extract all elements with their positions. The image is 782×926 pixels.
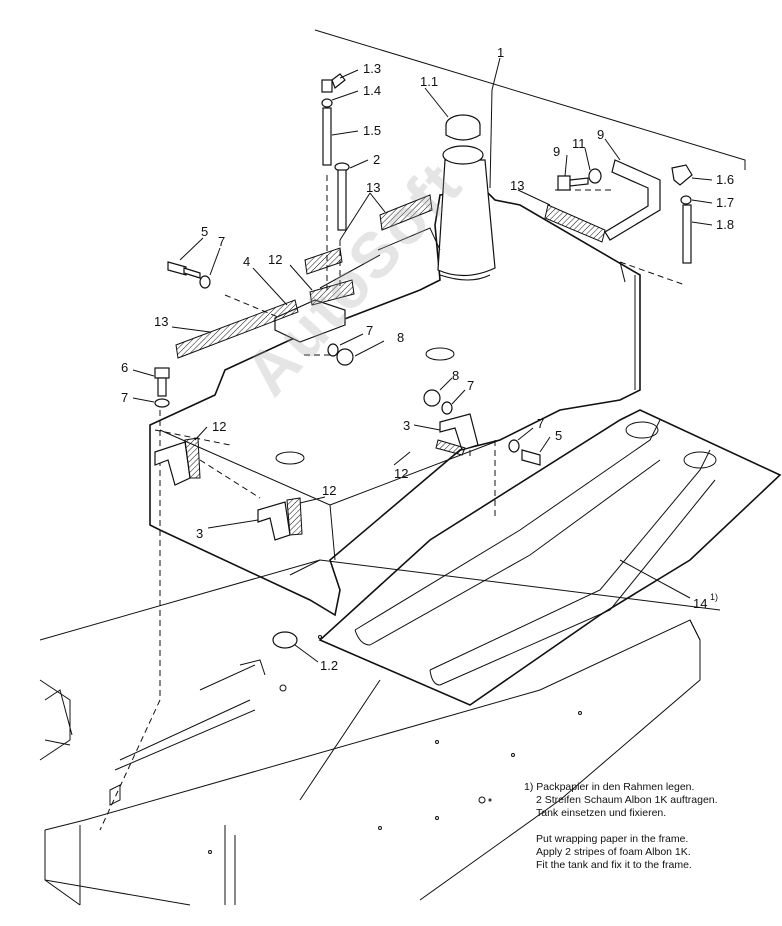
callout-1-8: 1.8 (716, 217, 734, 232)
bolt-9 (557, 175, 571, 191)
fuel-fittings (321, 73, 693, 264)
callout-12-mid: 12 (322, 483, 336, 498)
callout-labels: 1 1.1 1.2 1.3 1.4 1.5 1.6 1.7 1.8 2 3 3 … (121, 45, 734, 673)
callout-12-right: 12 (394, 466, 408, 481)
note-en-line-2: Apply 2 stripes of foam Albon 1K. (536, 846, 691, 858)
note-de-line-3: Tank einsetzen und fixieren. (536, 807, 667, 819)
washer-7-left (199, 275, 211, 289)
pad-12-left (184, 437, 201, 479)
elbow-fitting-1-3 (321, 79, 333, 93)
fuel-tank (149, 114, 641, 617)
callout-13-right: 13 (510, 178, 524, 193)
strip-13-center (379, 194, 433, 231)
note-en-line-3: Fit the tank and fix it to the frame. (536, 859, 692, 871)
note-de-line-1: 1) Packpapier in den Rahmen legen. (524, 781, 695, 793)
callout-14-footnote: 1) (710, 592, 718, 602)
callout-7-a: 7 (218, 234, 225, 249)
strip-13-left (175, 299, 299, 359)
bolt-6 (154, 367, 170, 379)
foam-tray-14 (318, 409, 782, 706)
nut-8-mid (336, 348, 354, 366)
washer-7-6 (154, 398, 170, 408)
hose-1-8 (682, 204, 692, 264)
clamp-1-4 (321, 98, 333, 108)
washer-7-5 (508, 439, 520, 453)
pad-12-top (309, 279, 355, 306)
hose-1-5 (322, 107, 332, 166)
nut-8-right (423, 389, 441, 407)
callout-9-b: 9 (597, 127, 604, 142)
callout-13-left: 13 (154, 314, 168, 329)
callout-11: 11 (572, 136, 586, 151)
callout-1-1: 1.1 (420, 74, 438, 89)
callout-14: 14 (693, 596, 707, 611)
note-en-line-1: Put wrapping paper in the frame. (536, 833, 689, 845)
callout-5-left: 5 (201, 224, 208, 239)
pad-12-mid (286, 497, 303, 536)
assembly-note: 1) Packpapier in den Rahmen legen. 2 Str… (524, 781, 718, 872)
callout-8-b: 8 (452, 368, 459, 383)
bolt-5-right (521, 449, 541, 466)
callout-2: 2 (373, 152, 380, 167)
pad-12-right (435, 439, 466, 456)
strip-13-right (544, 204, 606, 243)
leader-lines (132, 57, 713, 663)
bracket-3-mid (257, 501, 291, 541)
bolt-5-left (167, 261, 187, 276)
note-de-line-2: 2 Streifen Schaum Albon 1K auftragen. (536, 794, 718, 806)
elbow-fitting-1-6 (671, 164, 693, 186)
bracket-9 (604, 159, 661, 241)
callout-7-e: 7 (537, 416, 544, 431)
washer-7-right (441, 401, 453, 415)
callout-3-left: 3 (196, 526, 203, 541)
chassis-frame (39, 29, 746, 906)
callout-1: 1 (497, 45, 504, 60)
callout-1-2: 1.2 (320, 658, 338, 673)
callout-1-5: 1.5 (363, 123, 381, 138)
washer-11 (588, 168, 602, 184)
callout-3-right: 3 (403, 418, 410, 433)
washer-7-mid (327, 343, 339, 357)
callout-5-right: 5 (555, 428, 562, 443)
bracket-3-left (154, 441, 191, 486)
callout-1-4: 1.4 (363, 83, 381, 98)
fasteners (154, 168, 602, 649)
callout-13-center: 13 (366, 180, 380, 195)
callout-6: 6 (121, 360, 128, 375)
callout-9-a: 9 (553, 144, 560, 159)
callout-1-6: 1.6 (716, 172, 734, 187)
callout-7-b: 7 (366, 323, 373, 338)
plug-1-2 (272, 631, 298, 649)
callout-12-left: 12 (212, 419, 226, 434)
callout-4: 4 (243, 254, 250, 269)
callout-8-a: 8 (397, 330, 404, 345)
callout-12-top: 12 (268, 252, 282, 267)
callout-7-d: 7 (467, 378, 474, 393)
assembly-lines (99, 175, 686, 831)
callout-1-3: 1.3 (363, 61, 381, 76)
clamp-1-7 (680, 195, 692, 205)
foam-strips (175, 194, 606, 359)
callout-7-c: 7 (121, 390, 128, 405)
callout-1-7: 1.7 (716, 195, 734, 210)
